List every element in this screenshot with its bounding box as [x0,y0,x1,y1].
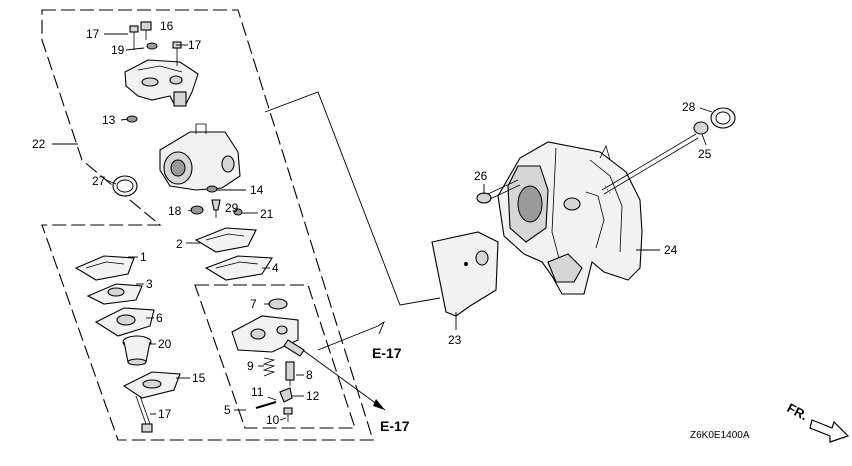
callout-6: 6 [156,311,163,325]
leader-lines [52,33,713,421]
stud-26 [601,121,709,197]
callout-21: 20 [158,337,172,351]
callout-29: 28 [682,100,696,114]
callout-23: 22 [32,137,46,151]
oring-22 [233,208,243,216]
reference-e17-lower[interactable]: E-17 [380,418,410,434]
callout-8: 8 [306,368,313,382]
gasket-leader [264,91,441,306]
washer-20 [146,42,158,50]
callout-12: 12 [306,389,320,403]
screw-18 [135,395,153,433]
carburetor-assembly-boundary [41,9,374,441]
reference-e17-upper[interactable]: E-17 [372,345,402,361]
carb-top-bracket [124,59,199,107]
e17-line-upper [317,325,379,351]
pin-11 [255,401,277,409]
screw-10 [283,407,293,422]
callout-1: 1 [140,250,147,264]
callout-5: 5 [224,403,231,417]
front-direction-arrow [809,419,850,443]
callout-14: 14 [250,183,264,197]
callout-24: 23 [448,333,462,347]
callout-3: 3 [146,277,153,291]
sub-assembly-boundary [194,284,356,429]
arrow-lower [373,399,385,410]
screw-19 [190,205,204,215]
plug-7 [268,298,288,310]
lever-12 [279,387,293,403]
callout-15: 15 [192,371,206,385]
gasket-2 [194,227,257,253]
callout-2: 2 [176,237,183,251]
figure-code: Z6K0E1400A [690,430,750,441]
jet-14 [206,185,218,193]
callout-18: 17 [158,407,172,421]
clip-13 [126,115,138,123]
callout-7: 7 [250,297,257,311]
insulator-gasket-24 [431,231,499,317]
callout-17-left: 17 [86,27,100,41]
callout-22: 21 [260,207,274,221]
valve-body [231,315,305,357]
callout-4: 4 [272,261,279,275]
gasket-4 [204,255,273,281]
callout-11: 11 [251,385,264,399]
bracket-25 [497,141,643,295]
arrow-upper [377,320,385,335]
carburetor-body [159,123,241,191]
callout-16: 16 [160,19,174,33]
callout-30: 29 [225,201,239,215]
callout-10: 10 [266,413,280,427]
callout-28: 27 [92,174,106,188]
callout-17-right: 17 [188,38,202,52]
callout-27: 26 [474,169,488,183]
e17-line-lower [299,347,386,411]
screw-30 [211,199,221,218]
front-label: FR. [785,400,811,423]
cup-21 [122,335,152,366]
fitting-16 [140,21,152,40]
callout-9: 9 [247,359,254,373]
screw-17-left [129,25,139,50]
callout-13: 13 [102,113,116,127]
callout-19: 18 [168,204,182,218]
callout-20: 19 [111,43,125,57]
gasket-1 [74,255,135,281]
needle-8 [285,361,295,386]
callout-25: 24 [664,243,678,257]
spring-9 [262,357,276,377]
callout-26: 25 [698,147,712,161]
